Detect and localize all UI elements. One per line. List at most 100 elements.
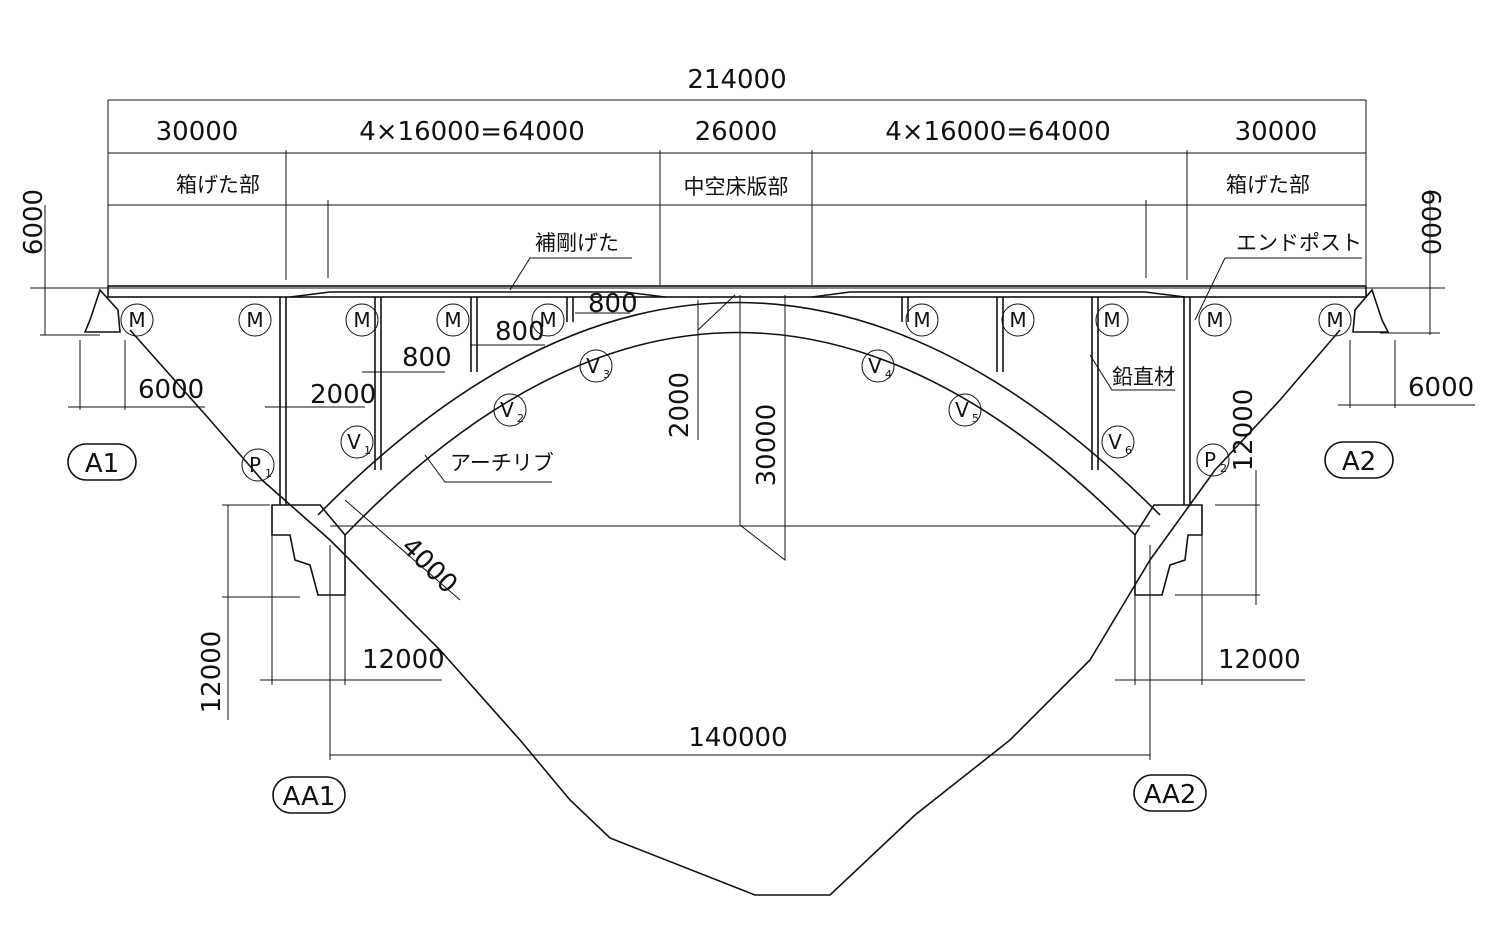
marker-m-label: M: [1326, 308, 1343, 332]
marker-m: M: [1001, 303, 1035, 337]
dim-left-6000: 6000: [138, 375, 204, 405]
label-end-post: エンドポスト: [1236, 231, 1362, 255]
dim-rise-30000: 30000: [752, 404, 782, 487]
marker-v6-subscript: 6: [1125, 444, 1132, 457]
marker-m-circle: [345, 303, 379, 337]
label-stiffening-girder: 補剛げた: [535, 231, 619, 255]
dim-span-4: 4×16000=64000: [885, 117, 1111, 147]
dim-800-c: 800: [402, 343, 452, 373]
arch-rib: [317, 301, 1161, 536]
marker-m-label: M: [353, 308, 370, 332]
marker-p1-label: P: [249, 453, 261, 477]
dim-span-5: 30000: [1235, 117, 1318, 147]
marker-m-circle: [436, 303, 470, 337]
label-vertical-member: 鉛直材: [1112, 365, 1175, 389]
marker-v1-subscript: 1: [364, 444, 371, 457]
dim-right-12000-h: 12000: [1218, 645, 1301, 675]
section-hollow-slab: 中空床版部: [684, 175, 789, 199]
dim-2000-h: 2000: [310, 380, 376, 410]
marker-m-circle: [238, 303, 272, 337]
marker-m-label: M: [444, 308, 461, 332]
marker-m: M: [531, 303, 565, 337]
marker-m-label: M: [913, 308, 930, 332]
marker-m: M: [436, 303, 470, 337]
dim-span-3: 26000: [695, 117, 778, 147]
overall-dimension: 214000: [107, 65, 1367, 285]
marker-m: M: [1318, 303, 1352, 337]
support-labels: A1 A2 AA1 AA2: [67, 441, 1394, 814]
marker-m-circle: [1318, 303, 1352, 337]
marker-m: M: [120, 303, 154, 337]
marker-p2-circle: [1196, 443, 1230, 477]
marker-m: M: [345, 303, 379, 337]
marker-m: M: [1095, 303, 1129, 337]
marker-m-label: M: [128, 308, 145, 332]
marker-v3-subscript: 3: [603, 368, 610, 381]
support-a1: A1: [85, 449, 119, 479]
label-arch-rib: アーチリブ: [450, 451, 554, 475]
marker-v5-circle: [948, 393, 982, 427]
marker-v2-subscript: 2: [517, 412, 524, 425]
side-height-dims: 6000 6000: [19, 189, 1445, 336]
dim-span-140000: 140000: [688, 723, 787, 753]
marker-v5-label: V: [955, 398, 969, 422]
marker-m-label: M: [246, 308, 263, 332]
dim-left-height: 6000: [19, 189, 49, 255]
dim-span-1: 30000: [156, 117, 239, 147]
marker-p1-circle: [241, 448, 275, 482]
marker-m: M: [238, 303, 272, 337]
marker-m-circle: [531, 303, 565, 337]
marker-m-circle: [1095, 303, 1129, 337]
marker-m-label: M: [539, 308, 556, 332]
marker-m-circle: [120, 303, 154, 337]
marker-m-label: M: [1009, 308, 1026, 332]
dim-right-height: 6000: [1415, 189, 1445, 255]
marker-v4-label: V: [868, 354, 882, 378]
marker-v2-label: V: [500, 398, 514, 422]
dim-right-6000: 6000: [1408, 373, 1474, 403]
dim-800-a: 800: [588, 289, 638, 319]
marker-v3-circle: [579, 349, 613, 383]
marker-v6-circle: [1101, 425, 1135, 459]
marker-m-label: M: [1206, 308, 1223, 332]
dim-right-12000-v: 12000: [1229, 389, 1259, 472]
dim-rib-4000: 4000: [395, 532, 463, 600]
support-aa1: AA1: [283, 782, 336, 812]
arch-abutments: [271, 504, 1203, 596]
marker-m-circle: [905, 303, 939, 337]
marker-v2-circle: [493, 393, 527, 427]
dim-span-2: 4×16000=64000: [359, 117, 585, 147]
marker-m-circle: [1198, 303, 1232, 337]
section-box-girder-right: 箱げた部: [1226, 173, 1310, 197]
marker-p2-label: P: [1204, 448, 1216, 472]
dim-left-12000-h: 12000: [362, 645, 445, 675]
annotation-labels: 補剛げた エンドポスト 鉛直材 アーチリブ: [424, 231, 1362, 483]
marker-v5-subscript: 5: [972, 412, 979, 425]
vertical-members: [279, 297, 1191, 505]
support-aa2: AA2: [1144, 780, 1197, 810]
marker-v1-label: V: [347, 430, 361, 454]
span-dimensions: 30000 4×16000=64000 26000 4×16000=64000 …: [108, 117, 1366, 285]
marker-v3-label: V: [586, 354, 600, 378]
marker-v4-subscript: 4: [885, 368, 892, 381]
dim-left-12000-v: 12000: [197, 631, 227, 714]
marker-m: M: [905, 303, 939, 337]
stiffening-girder-deck: [30, 285, 1445, 333]
dim-800-b: 800: [495, 317, 545, 347]
marker-p1-subscript: 1: [265, 467, 272, 480]
marker-v1-circle: [340, 425, 374, 459]
detail-dimensions: 800 800 800 2000 6000 6000 2000 30000 12…: [68, 289, 1475, 760]
section-box-girder-left: 箱げた部: [176, 173, 260, 197]
marker-m-circle: [1001, 303, 1035, 337]
ground-profile: [129, 329, 1341, 896]
